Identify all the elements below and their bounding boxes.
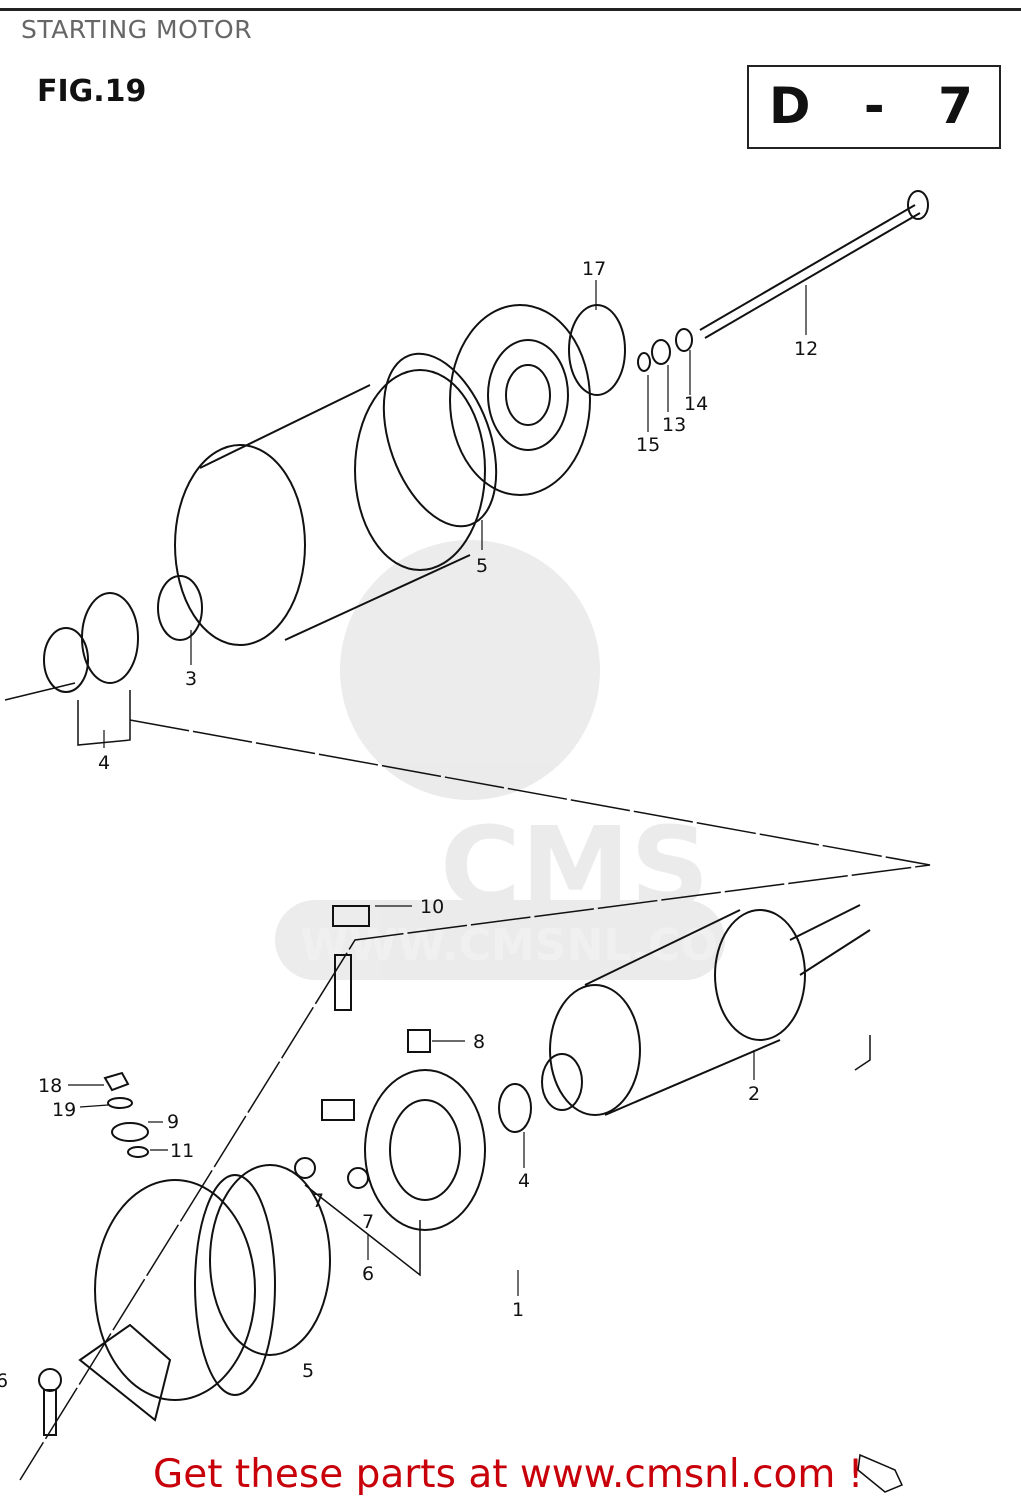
callout-11: 11: [170, 1140, 194, 1162]
callout-13: 13: [662, 414, 686, 436]
washer-14: [675, 328, 693, 352]
brush-holder: [364, 1069, 486, 1231]
spring-7b: [347, 1167, 369, 1189]
front-end-cover: [78, 1174, 276, 1422]
brush-8: [407, 1029, 431, 1053]
page-title: STARTING MOTOR: [21, 15, 253, 44]
callout-4-lower: 4: [518, 1170, 530, 1192]
fwd-arrow-icon: [857, 1453, 904, 1493]
bracket-6: [304, 1184, 421, 1277]
callout-2: 2: [748, 1083, 760, 1105]
washer-4b: [43, 627, 89, 693]
watermark-mascot: [340, 540, 600, 800]
page-code: D - 7: [769, 77, 991, 135]
washer-4c: [498, 1083, 532, 1133]
watermark-url: WWW.CMSNL.CO: [300, 920, 718, 971]
leader-lines: [68, 280, 807, 1296]
callout-18: 18: [38, 1075, 62, 1097]
rear-end-bracket: [449, 304, 591, 496]
callout-3: 3: [185, 668, 197, 690]
washer-19: [107, 1097, 133, 1109]
callout-15: 15: [636, 434, 660, 456]
footer-link[interactable]: Get these parts at www.cmsnl.com !: [153, 1452, 864, 1497]
washer-4a: [81, 592, 139, 684]
page-code-box: D - 7: [747, 65, 1001, 149]
watermark: CMS: [275, 540, 725, 980]
callout-16: 6: [0, 1370, 8, 1392]
top-rule: [0, 8, 1021, 11]
o-ring-17: [568, 304, 626, 396]
callout-7a: 7: [312, 1190, 324, 1212]
guide-line: [19, 719, 931, 1481]
spring-7a: [294, 1157, 316, 1179]
callout-5: 5: [476, 555, 488, 577]
washer-13: [651, 339, 671, 365]
armature: [541, 904, 871, 1116]
callout-14: 14: [684, 393, 708, 415]
terminal-bolt: [334, 954, 352, 1011]
callout-6: 6: [362, 1263, 374, 1285]
callout-17: 17: [582, 258, 606, 280]
callout-10: 10: [420, 896, 444, 918]
screw-16: [38, 1368, 62, 1436]
callout-12: 12: [794, 338, 818, 360]
watermark-logo: CMS: [440, 803, 709, 931]
bracket-2: [854, 1035, 871, 1071]
watermark-banner: [275, 900, 725, 980]
callout-9: 9: [167, 1111, 179, 1133]
callout-5-lower: 5: [302, 1360, 314, 1382]
callout-1: 1: [512, 1299, 524, 1321]
o-ring-5-lower: [209, 1164, 331, 1356]
oil-seal-3: [157, 575, 203, 641]
guide-line: [4, 682, 76, 701]
callout-8: 8: [473, 1031, 485, 1053]
callout-7b: 7: [362, 1211, 374, 1233]
insulator-10: [332, 905, 370, 927]
washer-11: [127, 1146, 149, 1158]
callout-19: 19: [52, 1099, 76, 1121]
through-bolt: [699, 190, 929, 339]
washer-15: [637, 352, 651, 372]
brush-set: [321, 1099, 355, 1121]
figure-number: FIG.19: [37, 74, 147, 109]
nut-18: [103, 1071, 130, 1092]
o-ring-5-upper: [382, 352, 498, 528]
washer-9: [111, 1122, 149, 1142]
yoke-housing: [174, 369, 486, 646]
callout-4: 4: [98, 752, 110, 774]
